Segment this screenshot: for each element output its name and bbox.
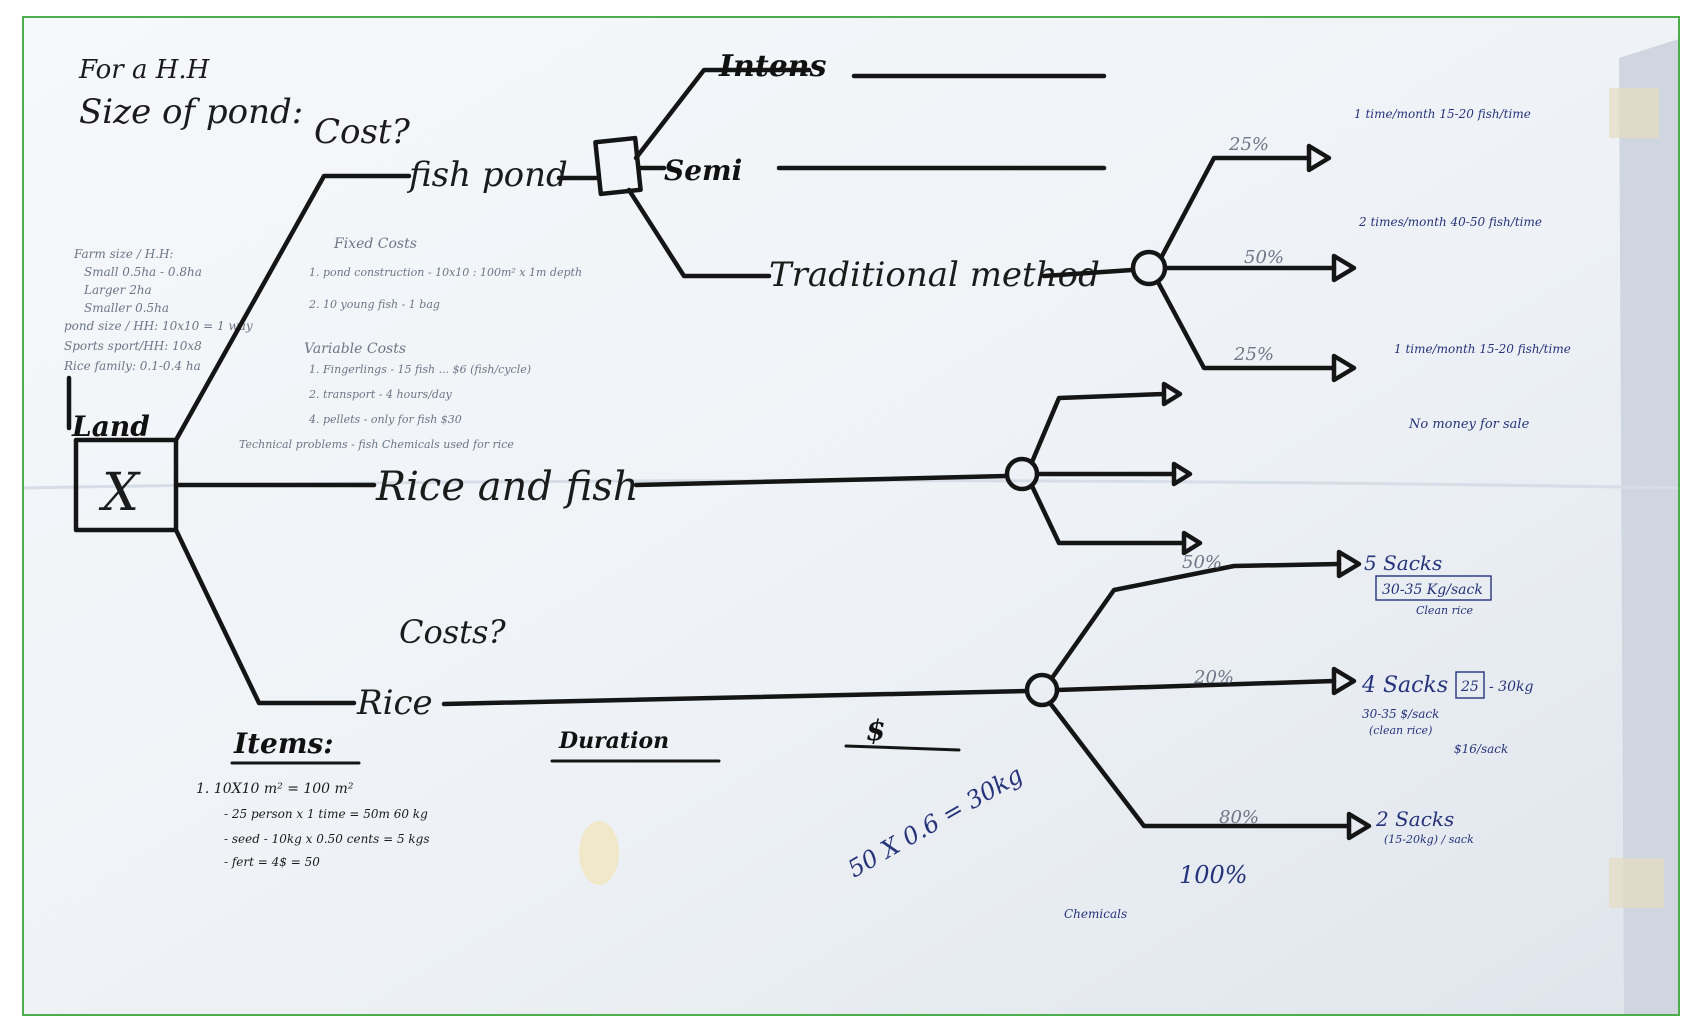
header-line1: For a H.H [78, 55, 211, 85]
rice-outcome-top-sub: Clean rice [1416, 604, 1474, 617]
trad-branch-top [1159, 155, 1312, 259]
rice-outcome-mid-sub2: (clean rice) [1369, 724, 1432, 737]
rice-branch-bottom [1047, 700, 1352, 829]
pencil-note-3: Larger 2ha [83, 283, 152, 297]
rice-outcome-bottom-main: 2 Sacks [1375, 807, 1454, 831]
branch-line-fish-pond [173, 173, 412, 443]
cost-header: $ [866, 714, 885, 747]
trad-branch-bottom [1155, 279, 1337, 371]
header-cost-question: Cost? [314, 112, 411, 152]
rice-outcome-top-main: 5 Sacks [1364, 551, 1442, 575]
rice-prob-middle: 20% [1193, 667, 1234, 688]
hundred-percent-note: 100% [1179, 861, 1248, 889]
rice-costs-question: Costs? [399, 613, 506, 651]
rice-outcome-mid-box [1455, 671, 1485, 699]
pencil-note-6: Sports sport/HH: 10x8 [64, 339, 202, 353]
fixed-costs-line1: 1. pond construction - 10x10 : 100m² x 1… [309, 266, 582, 279]
rice-arrow-top [1336, 549, 1362, 579]
variable-note-1: 1. Fingerlings - 15 fish ... $6 (fish/cy… [309, 363, 531, 376]
variable-note-3: 4. pellets - only for fish $30 [308, 413, 462, 426]
branch-fish-pond: fish pond [406, 155, 568, 195]
rice-outcome-top-box [1375, 575, 1492, 601]
paper-edge-shadow [1619, 39, 1678, 1014]
method-line-traditional [626, 187, 772, 279]
pencil-note-1: Farm size / H.H: [73, 247, 173, 261]
pencil-note-2: Small 0.5ha - 0.8ha [84, 265, 202, 279]
variable-note-2: 2. transport - 4 hours/day [308, 388, 453, 401]
variable-costs-title: Variable Costs [304, 341, 406, 357]
trad-arrow-bottom [1331, 353, 1357, 383]
method-traditional-extension [1041, 267, 1135, 279]
method-semi: Semi [664, 154, 742, 187]
rice-outcome-mid-dash: - 30kg [1489, 679, 1533, 695]
decision-node-symbol: X [98, 463, 141, 523]
rice-arrow-bottom [1346, 811, 1372, 841]
items-line3: - seed - 10kg x 0.50 cents = 5 kgs [224, 832, 430, 846]
rice-outcome-bottom-sub: (15-20kg) / sack [1384, 833, 1474, 846]
rice-branch-middle [1054, 678, 1337, 693]
rice-outcome-mid-box-text: 25 [1460, 679, 1479, 695]
items-line4: - fert = 4$ = 50 [224, 855, 320, 869]
fixed-costs-line2: 2. 10 young fish - 1 bag [308, 298, 440, 311]
trad-prob-bottom: 25% [1233, 344, 1274, 365]
header-line2: Size of pond: [79, 92, 303, 132]
rice-outcome-mid-sub1: 30-35 $/sack [1362, 707, 1439, 721]
pencil-note-7: Rice family: 0.1-0.4 ha [63, 359, 201, 373]
rice-outcome-top-box-text: 30-35 Kg/sack [1382, 582, 1483, 598]
no-money-note: No money for sale [1408, 417, 1530, 432]
branch-line-rice-fish-tail [633, 473, 1009, 488]
paper-sheet [24, 18, 1678, 1014]
trad-arrow-middle [1331, 253, 1357, 283]
trad-outcome-3: 1 time/month 15-20 fish/time [1394, 342, 1571, 356]
pencil-note-4: Smaller 0.5ha [84, 301, 169, 315]
rice-arrow-middle [1331, 666, 1357, 696]
tape-top-right [1609, 88, 1659, 138]
chemicals-note: Chemicals [1064, 907, 1127, 921]
items-header: Items: [233, 727, 334, 760]
tape-blob [579, 821, 619, 885]
branch-line-rice [173, 527, 357, 706]
pencil-note-5: pond size / HH: 10x10 = 1 way [64, 319, 253, 333]
branch-line-rice-tail [441, 688, 1030, 707]
items-line1: 1. 10X10 m² = 100 m² [196, 781, 354, 797]
duration-header: Duration [558, 728, 669, 754]
rice-prob-bottom: 80% [1219, 807, 1259, 828]
rice-branch-top [1049, 561, 1342, 681]
branch-rice-and-fish: Rice and fish [375, 464, 639, 510]
method-line-intens [633, 67, 812, 161]
rice-outcome-mid-main: 4 Sacks [1361, 673, 1448, 698]
fixed-costs-title: Fixed Costs [333, 236, 417, 252]
rice-outcome-mid-price: $16/sack [1454, 742, 1508, 756]
fish-method-decision-box [593, 135, 643, 197]
trad-prob-top: 25% [1228, 134, 1269, 155]
trad-prob-middle: 50% [1244, 247, 1284, 268]
rice-fish-arrow-bottom [1181, 530, 1203, 556]
decision-tree-board: For a H.H Size of pond: Cost? Farm size … [24, 18, 1678, 1014]
variable-note-4: Technical problems - fish Chemicals used… [239, 438, 514, 451]
tape-bottom-right [1609, 858, 1664, 908]
method-intens: Intens [718, 49, 827, 84]
trad-arrow-top [1306, 143, 1332, 173]
trad-outcome-1: 1 time/month 15-20 fish/time [1354, 107, 1531, 121]
rice-prob-top: 50% [1182, 552, 1222, 573]
rice-fish-branch-bottom [1029, 483, 1187, 546]
rice-fish-arrow-middle [1171, 461, 1193, 487]
branch-land: Land [71, 410, 150, 443]
cost-underline [844, 744, 961, 752]
rice-fish-arrow-top [1161, 381, 1183, 407]
trad-outcome-2: 2 times/month 40-50 fish/time [1358, 215, 1542, 229]
rice-fish-branch-top [1029, 391, 1167, 465]
items-line2: - 25 person x 1 time = 50m 60 kg [224, 807, 428, 821]
branch-rice: Rice [356, 683, 433, 723]
photo-frame: For a H.H Size of pond: Cost? Farm size … [22, 16, 1680, 1016]
